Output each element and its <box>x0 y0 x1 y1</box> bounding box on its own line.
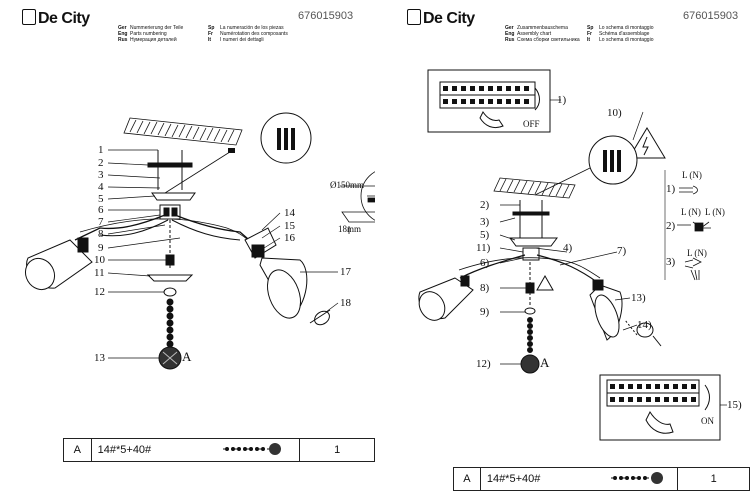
wire-line <box>164 149 234 194</box>
table-qty: 1 <box>299 438 375 462</box>
step-label: 10) <box>607 107 622 119</box>
step-label: 3) <box>480 216 490 228</box>
part-label: 5 <box>98 193 104 205</box>
parts-table: A 14#*5+40# 1 <box>453 467 750 491</box>
part-label: 14 <box>284 207 296 219</box>
wire-options <box>677 185 711 281</box>
right-shade <box>589 279 623 341</box>
step-label: 7) <box>617 245 627 257</box>
part-label: 15 <box>284 220 296 232</box>
electric-warning-icon <box>536 274 554 291</box>
part-label: 1 <box>98 144 104 156</box>
step-label: 4) <box>563 242 573 254</box>
brand-logo: De City <box>407 9 475 28</box>
step-label: 1) <box>557 94 567 106</box>
part-label: 18 <box>340 297 352 309</box>
exploded-view-diagram: 1 2 3 4 5 6 7 8 9 10 11 12 13 14 15 16 1… <box>24 112 375 370</box>
part-label: 2 <box>98 157 104 169</box>
part-label: 11 <box>94 267 105 279</box>
step-label: 6) <box>480 257 490 269</box>
part-label: 12 <box>94 286 105 298</box>
canopy-dimension-detail <box>340 171 375 234</box>
part-label: 4 <box>98 181 104 193</box>
option-label: 3) <box>666 256 676 268</box>
part-label: 16 <box>284 232 296 244</box>
table-spec: 14#*5+40# <box>90 438 214 462</box>
bulb <box>309 309 331 326</box>
pendant-letter: A <box>182 349 192 364</box>
parts-table: A 14#*5+40# 1 <box>63 438 375 462</box>
terminal-block <box>277 128 295 150</box>
pendant-chain-icon <box>601 467 679 491</box>
table-qty: 1 <box>677 467 750 491</box>
mounting-assembly <box>458 200 601 283</box>
step-label: 9) <box>480 306 490 318</box>
left-shade <box>418 275 474 321</box>
step-label: 15) <box>727 399 742 411</box>
article-code: 676015903 <box>298 10 354 22</box>
ceiling-hatch <box>493 177 576 199</box>
option-label: 2) <box>666 220 676 232</box>
switch-off-box <box>427 69 551 133</box>
pendant-chain <box>520 262 540 374</box>
part-label: 10 <box>94 254 106 266</box>
step-label: 14) <box>637 319 652 331</box>
pendant-letter: A <box>540 355 550 370</box>
table-letter: A <box>453 467 481 491</box>
on-label: ON <box>701 416 714 426</box>
step-label: 11) <box>476 242 491 254</box>
step-label: 12) <box>476 358 491 370</box>
off-label: OFF <box>523 119 540 129</box>
wire-label: L (N) <box>687 248 707 258</box>
electric-warning-icon <box>628 127 666 159</box>
left-shade <box>24 237 93 291</box>
dim-label: 18mm <box>338 224 361 234</box>
article-code: 676015903 <box>683 10 739 22</box>
assembly-diagram: OFF L (N) L (N) L (N) L (N) 1) 2) <box>418 69 742 441</box>
pendant-chain <box>146 220 194 370</box>
mounting-assembly <box>74 150 256 246</box>
wire-label: L (N) <box>681 207 701 217</box>
dim-label: Ø150mm <box>330 180 364 190</box>
part-label: 9 <box>98 242 104 254</box>
part-label: 8 <box>98 228 104 240</box>
switch-on-box <box>599 374 721 441</box>
part-label: 3 <box>98 169 104 181</box>
brand-logo: De City <box>22 9 90 28</box>
option-label: 1) <box>666 183 676 195</box>
right-shade <box>244 227 308 319</box>
ceiling-hatch <box>123 117 243 146</box>
wire-label: L (N) <box>705 207 725 217</box>
step-label: 8) <box>480 282 490 294</box>
part-label: 17 <box>340 266 352 278</box>
part-label: 7 <box>98 216 104 228</box>
table-spec: 14#*5+40# <box>479 467 602 491</box>
part-label: 6 <box>98 204 104 216</box>
step-label: 2) <box>480 199 490 211</box>
step-label: 13) <box>631 292 646 304</box>
table-letter: A <box>63 438 92 462</box>
step-label: 5) <box>480 229 490 241</box>
wire-label: L (N) <box>682 170 702 180</box>
part-label: 13 <box>94 352 106 364</box>
pendant-chain-icon <box>213 438 301 462</box>
